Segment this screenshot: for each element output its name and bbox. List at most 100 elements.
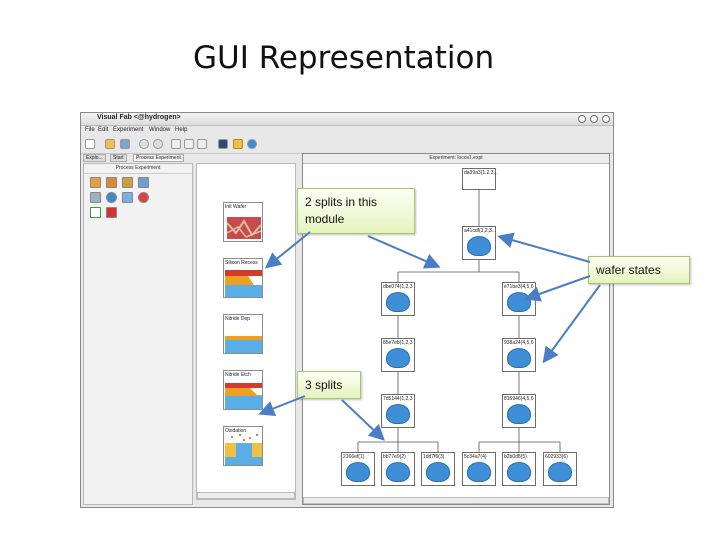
node-label: dbe074(1,2,3 (383, 284, 413, 290)
module-oxidation[interactable]: Oxidation (223, 426, 263, 466)
wafer-icon (507, 404, 531, 424)
node-label: 1dd7f6(3) (423, 454, 445, 460)
cut-icon[interactable] (171, 139, 181, 149)
node-label: bb77e9(2) (383, 454, 406, 460)
experiment-title: Experiment: locos1.expt (303, 154, 609, 164)
wafer-icon (548, 462, 572, 482)
node-label: 85e7eb(1,2,3 (383, 340, 413, 346)
node-label: 816946(4,5,6 (504, 396, 534, 402)
paste-icon[interactable] (197, 139, 207, 149)
close-button[interactable] (602, 115, 610, 123)
tab-bar: Explo... Start Process Experiment (81, 154, 191, 163)
process-palette-panel: Process Experiment (83, 163, 193, 505)
state-node[interactable]: b2b0d8(5) (502, 452, 536, 486)
callout-three-splits: 3 splits (297, 371, 361, 399)
state-node[interactable]: da39a3(1.2.3... (462, 168, 498, 190)
wafer-icon (467, 462, 491, 482)
wafer-icon (386, 404, 410, 424)
menu-file[interactable]: File (85, 127, 95, 133)
state-node[interactable]: 602933(6) (543, 452, 577, 486)
redo-icon[interactable] (153, 139, 163, 149)
save-icon[interactable] (120, 139, 130, 149)
maximize-button[interactable] (590, 115, 598, 123)
init-wafer-thumbnail (226, 217, 262, 239)
module-silicon-recess[interactable]: Silicon Recess (223, 258, 263, 298)
chrome-icon[interactable] (138, 192, 149, 203)
wafer-icon (467, 236, 491, 256)
state-node[interactable]: 2166ef(1) (341, 452, 375, 486)
state-node[interactable]: a41cdf(1,2,3... (462, 226, 496, 260)
menu-bar: File Edit Experiment Window Help (81, 126, 613, 136)
refresh-icon[interactable] (106, 192, 117, 203)
implant-icon[interactable] (138, 177, 149, 188)
tab-process-experiment[interactable]: Process Experiment (133, 154, 184, 162)
wafer-icon (507, 462, 531, 482)
tab-explorer[interactable]: Explo... (83, 154, 106, 162)
menu-experiment[interactable]: Experiment (113, 127, 144, 133)
module-nitride-dep[interactable]: Nitride Dep (223, 314, 263, 354)
add-module-icon[interactable] (90, 177, 101, 188)
state-node[interactable]: 5c34a7(4) (462, 452, 496, 486)
wafer-icon (386, 292, 410, 312)
module-init-wafer[interactable]: Init Wafer (223, 202, 263, 242)
help-icon[interactable] (247, 139, 257, 149)
node-label: 2166ef(1) (343, 454, 365, 460)
nitride-dep-thumbnail (225, 336, 262, 353)
link-icon[interactable] (90, 192, 101, 203)
node-label: 602933(6) (545, 454, 568, 460)
menu-window[interactable]: Window (149, 127, 171, 133)
module-nitride-etch[interactable]: Nitride Etch (223, 370, 263, 410)
slide-title: GUI Representation (193, 40, 495, 76)
state-node[interactable]: 85e7eb(1,2,3 (381, 338, 415, 372)
module-label: Oxidation (225, 428, 247, 434)
graph-scrollbar[interactable] (303, 497, 609, 504)
undo-icon[interactable] (139, 139, 149, 149)
wafer-icon (426, 462, 450, 482)
state-node[interactable]: 938a24(4,5,6 (502, 338, 536, 372)
node-label: 5c34a7(4) (464, 454, 487, 460)
app-window: Visual Fab <@hydrogen> File Edit Experim… (80, 112, 614, 508)
state-node[interactable]: 816946(4,5,6 (502, 394, 536, 428)
etch-icon[interactable] (122, 177, 133, 188)
new-file-icon[interactable] (85, 139, 95, 149)
search-icon[interactable] (233, 139, 243, 149)
state-node[interactable]: dbe074(1,2,3 (381, 282, 415, 316)
module-label: Nitride Etch (225, 372, 251, 378)
node-label: 938a24(4,5,6 (504, 340, 534, 346)
open-folder-icon[interactable] (105, 139, 115, 149)
module-label: Nitride Dep (225, 316, 251, 322)
module-label: Silicon Recess (225, 260, 258, 266)
callout-splits-module: 2 splits in this module (297, 188, 415, 234)
experiment-graph-panel: Experiment: locos1.expt (302, 153, 610, 505)
module-list-scrollbar[interactable] (197, 492, 295, 499)
wafer-icon (507, 348, 531, 368)
minimize-button[interactable] (578, 115, 586, 123)
node-label: e71be3(4,5,6 (504, 284, 534, 290)
run-icon[interactable] (90, 207, 101, 218)
menu-edit[interactable]: Edit (98, 127, 109, 133)
node-label: a41cdf(1,2,3... (464, 228, 496, 234)
copy-icon[interactable] (184, 139, 194, 149)
menu-help[interactable]: Help (175, 127, 188, 133)
state-node[interactable]: 7d5144(1,2,3 (381, 394, 415, 428)
tab-start[interactable]: Start (110, 154, 127, 162)
terminal-icon[interactable] (218, 139, 228, 149)
state-node[interactable]: 1dd7f6(3) (421, 452, 455, 486)
nitride-etch-thumbnail (225, 383, 262, 409)
state-node[interactable]: bb77e9(2) (381, 452, 415, 486)
wafer-icon (386, 348, 410, 368)
node-label: b2b0d8(5) (504, 454, 527, 460)
module-list-panel: Init Wafer Silicon Recess Nitride Dep (196, 163, 296, 500)
oxidation-thumbnail (225, 434, 262, 465)
graph-edges (357, 190, 561, 452)
node-label: 7d5144(1,2,3 (383, 396, 413, 402)
table-icon[interactable] (122, 192, 133, 203)
deposit-icon[interactable] (106, 177, 117, 188)
node-label: da39a3(1.2.3... (464, 170, 498, 176)
silicon-recess-thumbnail (225, 270, 262, 297)
title-bar: Visual Fab <@hydrogen> (81, 113, 613, 126)
stop-icon[interactable] (106, 207, 117, 218)
module-label: Init Wafer (225, 204, 247, 210)
wafer-icon (346, 462, 370, 482)
